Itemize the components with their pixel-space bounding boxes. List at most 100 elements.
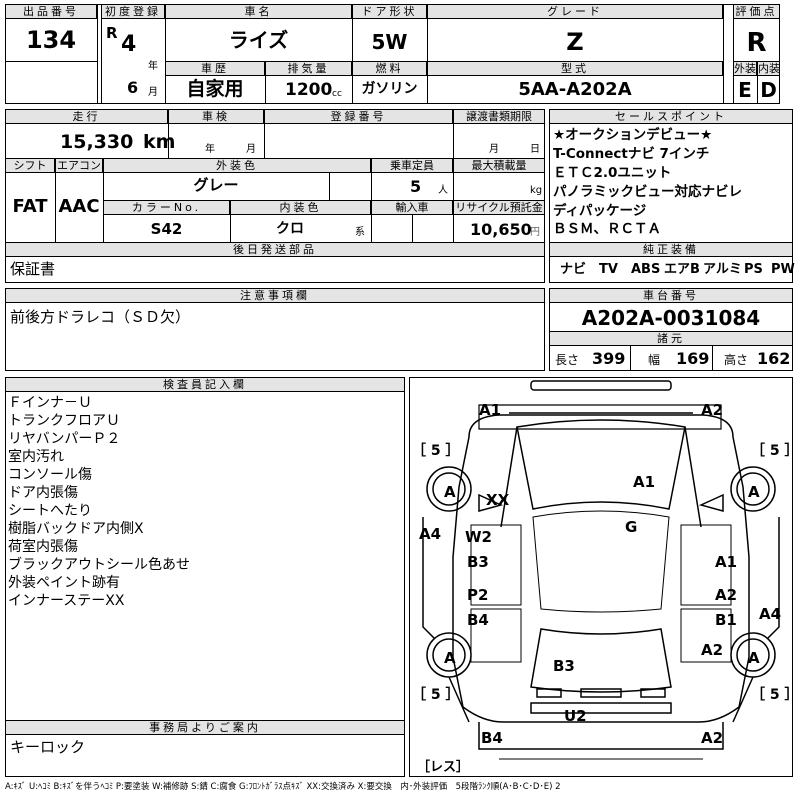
later-parts-value: 保証書 [10, 260, 56, 278]
height-label: 高さ [724, 353, 749, 367]
first-reg-header: 初度登録 [101, 4, 165, 19]
int-color-unit: 系 [355, 227, 365, 238]
first-reg-year: 4 [121, 32, 137, 57]
capacity-header: 乗車定員 [371, 158, 453, 173]
inspector-note: Ｆインナ－Ｕ [8, 395, 92, 411]
height-value: 162 [757, 349, 791, 368]
mark-left-rear-door-2: B4 [467, 611, 489, 629]
mark-rear-left: B4 [481, 729, 503, 747]
genuine-pw: PW [771, 262, 795, 277]
mark-left-rear-door: P2 [467, 586, 488, 604]
history-header: 車歴 [165, 61, 265, 76]
exterior-grade: E [738, 78, 752, 102]
shift-value: FAT [12, 196, 48, 217]
inspector-note: 室内汚れ [8, 449, 64, 465]
ext-color-header: 外装色 [103, 158, 371, 173]
genuine-header: 純正装備 [549, 242, 793, 257]
tire-depth-rr: ［ 5 ］ [751, 686, 793, 703]
office-note: キーロック [10, 738, 86, 756]
car-damage-diagram: A1 A2 A1 XX G A4 W2 B3 P2 B4 A1 A2 B1 A4… [412, 380, 793, 775]
max-load-unit: kg [530, 185, 543, 196]
chassis-header: 車台番号 [549, 288, 793, 303]
inspector-note: インナーステーXX [8, 593, 125, 609]
office-header: 事務局よりご案内 [5, 720, 405, 735]
mark-right-rear-door: A2 [715, 586, 737, 604]
inspector-note: 荷室内張傷 [8, 539, 78, 555]
inspector-header: 検査員記入欄 [5, 377, 405, 392]
genuine-ps: PS [744, 262, 763, 277]
model-value: 5AA-A202A [518, 79, 632, 100]
score-value: R [746, 28, 767, 58]
mark-rear-glass: B3 [553, 657, 575, 675]
score-header: 評価点 [733, 4, 780, 19]
sales-point-5: ディパッケージ [553, 203, 647, 219]
car-name: ライズ [228, 28, 289, 52]
genuine-navi: ナビ [560, 262, 587, 277]
spare-tire: ［レス］ [417, 759, 469, 775]
mark-right-front-door: A1 [715, 553, 737, 571]
door-type: 5W [371, 30, 408, 54]
sales-point-1: ★オークションデビュー★ [553, 127, 713, 143]
door-header: ドア形状 [352, 4, 427, 19]
recycle-value: 10,650 [470, 220, 532, 239]
lot-number: 134 [25, 26, 77, 54]
caution-text: 前後方ドラレコ（ＳＤ欠） [10, 308, 191, 326]
interior-grade: D [760, 78, 777, 102]
chassis-number: A202A-0031084 [581, 306, 761, 330]
displacement-unit: cc [332, 89, 342, 99]
sales-point-header: セールスポイント [549, 109, 793, 124]
fuel-header: 燃料 [352, 61, 427, 76]
sales-point-3: ＥＴＣ2.0ユニット [553, 165, 672, 181]
length-value: 399 [592, 349, 626, 368]
later-parts-header: 後日発送部品 [5, 242, 545, 257]
recycle-header: リサイクル預託金 [453, 200, 545, 215]
displacement-header: 排気量 [265, 61, 352, 76]
tire-depth-rl: ［ 5 ］ [412, 686, 460, 703]
year-unit: 年 [148, 61, 158, 72]
color-no-header: カラーNo. [103, 200, 230, 215]
specs-header: 諸元 [549, 331, 793, 346]
tire-depth-fl: ［ 5 ］ [412, 442, 460, 459]
interior-header: 内装 [757, 61, 780, 76]
inspector-note: ドア内張傷 [8, 485, 78, 501]
exterior-header: 外装 [733, 61, 757, 76]
mark-front-left: A1 [479, 401, 501, 419]
color-no-value: S42 [150, 220, 183, 238]
first-reg-era: R [106, 24, 118, 42]
width-value: 169 [676, 349, 710, 368]
inspector-note: リヤバンパーＰ２ [8, 431, 121, 447]
capacity-unit: 人 [438, 185, 448, 196]
fuel-value: ガソリン [361, 81, 418, 97]
caution-header: 注意事項欄 [5, 288, 545, 303]
mark-windshield-g: G [625, 518, 637, 536]
inspector-note: コンソール傷 [8, 467, 92, 483]
mark-left-front-door-2: B3 [467, 553, 489, 571]
int-color-header: 内装色 [230, 200, 371, 215]
genuine-abs: ABS [631, 262, 661, 277]
mark-rear-panel: U2 [564, 707, 587, 725]
genuine-tv: TV [599, 262, 618, 277]
inspection-header: 車検 [168, 109, 264, 124]
mark-front-right: A2 [701, 401, 723, 419]
mark-left-front-door: W2 [465, 528, 492, 546]
month-unit: 月 [148, 87, 158, 98]
legend: A:ｷｽﾞ U:ﾍｺﾐ B:ｷｽﾞを伴うﾍｺﾐ P:要塗装 W:補修跡 S:錆 … [5, 782, 561, 792]
first-reg-month: 6 [127, 78, 139, 97]
aircon-value: AAC [58, 196, 100, 217]
mark-left-fender: A4 [419, 525, 441, 543]
deadline-month-unit: 月 [489, 144, 499, 155]
displacement-value: 1200 [285, 80, 333, 100]
capacity-value: 5 [410, 177, 422, 196]
deadline-day-unit: 日 [530, 144, 540, 155]
mark-right-quarter: A4 [759, 605, 781, 623]
inspector-note: 外装ペイント跡有 [8, 575, 120, 591]
mark-rear-right: A2 [701, 729, 723, 747]
mark-wheel-fl: A [444, 483, 456, 501]
aircon-header: エアコン [55, 158, 103, 173]
lot-no-header: 出品番号 [5, 4, 97, 19]
mark-right-rear-door-2: B1 [715, 611, 737, 629]
genuine-airbag: エアB [664, 262, 700, 277]
mark-wheel-fr: A [748, 483, 760, 501]
inspector-note: 樹脂バックドア内側X [8, 521, 144, 537]
inspector-note: トランクフロアＵ [8, 413, 120, 429]
